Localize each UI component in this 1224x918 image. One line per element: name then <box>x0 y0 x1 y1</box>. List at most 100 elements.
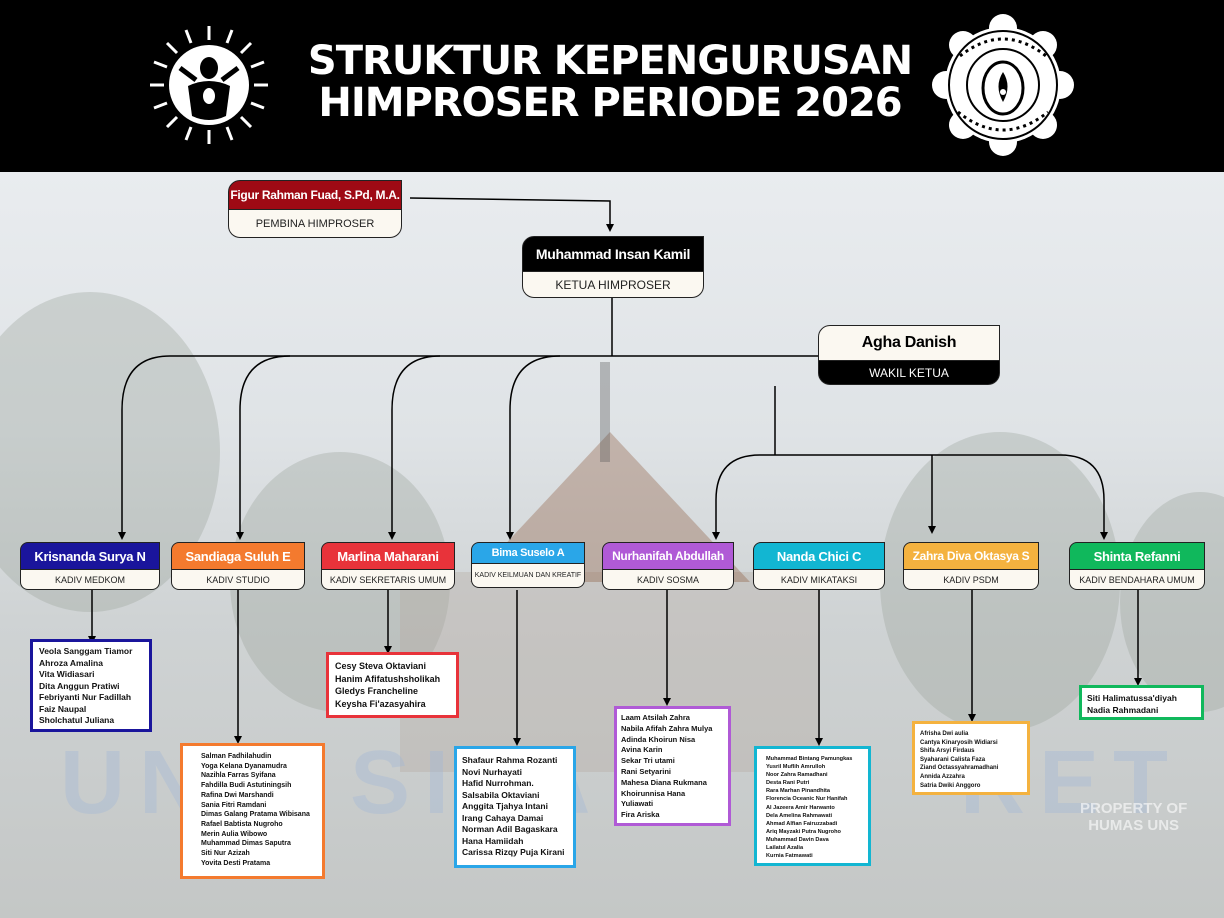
division-name: Sandiaga Suluh E <box>171 542 305 570</box>
member-name: Afrisha Dwi aulia <box>920 731 969 737</box>
member-name: Mahesa Diana Rukmana <box>621 777 707 787</box>
member-name: Norman Adil Bagaskara <box>462 824 558 834</box>
member-name: Nadia Rahmadani <box>1087 705 1159 715</box>
member-name: Keysha Fi'azasyahira <box>335 698 426 709</box>
member-name: Ariq Mayzaki Putra Nugroho <box>766 828 841 835</box>
title-line-1: STRUKTUR KEPENGURUSAN <box>307 38 913 84</box>
member-name: Sholchatul Juliana <box>39 715 115 725</box>
member-name: Ahmad Alfian Fairuzzabadi <box>766 820 838 827</box>
member-name: Siti Halimatussa'diyah <box>1087 693 1177 703</box>
division-node-studio: Sandiaga Suluh E KADIV STUDIO <box>171 542 305 590</box>
division-role: KADIV MEDKOM <box>20 570 160 590</box>
member-name: Syaharani Calista Faza <box>920 756 986 763</box>
member-name: Cesy Steva Oktaviani <box>335 661 427 671</box>
member-name: Veola Sanggam Tiamor <box>39 646 133 656</box>
member-name: Rani Setyarini <box>621 766 672 776</box>
member-list-sekretaris: Cesy Steva Oktaviani Hanim Afifatushshol… <box>326 652 459 718</box>
division-node-psdm: Zahra Diva Oktasya S KADIV PSDM <box>903 542 1039 590</box>
member-name: Shifa Arsyi Firdaus <box>920 748 975 755</box>
member-name: Annida Azzahra <box>920 773 965 780</box>
division-role: KADIV STUDIO <box>171 570 305 590</box>
member-name: Florencia Oceanic Nur Hanifah <box>766 796 848 803</box>
himproser-logo <box>150 26 268 144</box>
division-node-bendahara: Shinta Refanni KADIV BENDAHARA UMUM <box>1069 542 1205 590</box>
division-node-sekretaris: Marlina Maharani KADIV SEKRETARIS UMUM <box>321 542 455 590</box>
division-role: KADIV SEKRETARIS UMUM <box>321 570 455 590</box>
member-list-keilmuan: Shafaur Rahma Rozanti Novi Nurhayati Haf… <box>454 746 576 868</box>
ketua-name: Muhammad Insan Kamil <box>522 236 704 272</box>
division-node-keilmuan: Bima Suselo A KADIV KEILMUAN DAN KREATIF <box>471 542 585 588</box>
member-name: Merin Aulia Wibowo <box>201 830 268 838</box>
division-role: KADIV BENDAHARA UMUM <box>1069 570 1205 590</box>
member-name: Khoirunnisa Hana <box>621 788 686 798</box>
member-name: Yoga Kelana Dyanamudra <box>201 762 287 770</box>
wakil-name: Agha Danish <box>818 325 1000 361</box>
division-role: KADIV SOSMA <box>602 570 734 590</box>
division-node-sosma: Nurhanifah Abdullah KADIV SOSMA <box>602 542 734 590</box>
photo-credit: PROPERTY OF HUMAS UNS <box>1080 800 1187 834</box>
division-name: Krisnanda Surya N <box>20 542 160 570</box>
ketua-role: KETUA HIMPROSER <box>522 272 704 298</box>
university-seal <box>932 14 1074 156</box>
member-name: Salsabila Oktaviani <box>462 789 540 800</box>
member-name: Laam Atsilah Zahra <box>621 713 690 722</box>
member-name: Nabila Afifah Zahra Mulya <box>621 723 713 733</box>
photo-credit-line2: HUMAS UNS <box>1088 817 1180 834</box>
member-name: Fira Ariska <box>621 810 660 820</box>
pembina-node: Figur Rahman Fuad, S.Pd, M.A. PEMBINA HI… <box>228 180 402 238</box>
member-name: Fahdilla Budi Astutiningsih <box>201 782 292 790</box>
member-name: Rafael Babtista Nugroho <box>201 820 283 828</box>
pembina-role: PEMBINA HIMPROSER <box>228 210 402 238</box>
member-list-psdm: Afrisha Dwi aulia Cantya Kinaryosih Widi… <box>912 721 1030 795</box>
ketua-node: Muhammad Insan Kamil KETUA HIMPROSER <box>522 236 704 298</box>
member-name: Muhammad Dimas Saputra <box>201 840 291 848</box>
member-name: Novi Nurhayati <box>462 766 522 777</box>
member-name: Siti Nur Azizah <box>201 850 250 858</box>
member-name: Hana Hamiidah <box>462 835 524 846</box>
member-list-sosma: Laam Atsilah Zahra Nabila Afifah Zahra M… <box>614 706 731 826</box>
wakil-node: Agha Danish WAKIL KETUA <box>818 325 1000 385</box>
member-name: Muhammad Davin Dava <box>766 836 829 843</box>
division-name: Zahra Diva Oktasya S <box>903 542 1039 570</box>
member-name: Noor Zahra Ramadhani <box>766 772 828 779</box>
division-role: KADIV PSDM <box>903 570 1039 590</box>
page-title: STRUKTUR KEPENGURUSAN HIMPROSER PERIODE … <box>300 40 920 124</box>
member-name: Al Jazeera Amir Harwanto <box>766 804 835 811</box>
photo-credit-line1: PROPERTY OF <box>1080 800 1188 817</box>
member-name: Gledys Francheline <box>335 686 419 696</box>
member-name: Shafaur Rahma Rozanti <box>462 755 558 765</box>
member-name: Hanim Afifatushsholikah <box>335 673 441 684</box>
member-name: Yusril Muflih Amrulloh <box>766 764 826 771</box>
wakil-role: WAKIL KETUA <box>818 361 1000 385</box>
member-list-studio: Salman Fadhilahudin Yoga Kelana Dyanamud… <box>180 743 325 879</box>
member-name: Sania Fitri Ramdani <box>201 801 267 809</box>
header-banner: STRUKTUR KEPENGURUSAN HIMPROSER PERIODE … <box>0 0 1224 172</box>
title-line-2: HIMPROSER PERIODE 2026 <box>318 80 902 126</box>
member-name: Faiz Naupal <box>39 703 87 714</box>
member-name: Cantya Kinaryosih Widiarsi <box>920 739 998 746</box>
member-name: Ahroza Amalina <box>39 657 103 668</box>
member-name: Vita Widiasari <box>39 669 95 679</box>
member-name: Yuliawati <box>621 799 654 809</box>
division-role: KADIV MIKATAKSI <box>753 570 885 590</box>
member-name: Desta Rani Putri <box>766 780 810 787</box>
member-name: Adinda Khoirun Nisa <box>621 734 696 744</box>
division-node-medkom: Krisnanda Surya N KADIV MEDKOM <box>20 542 160 590</box>
member-name: Dimas Galang Pratama Wibisana <box>201 811 310 819</box>
member-name: Sekar Tri utami <box>621 756 675 766</box>
member-name: Dita Anggun Pratiwi <box>39 680 120 691</box>
division-name: Nurhanifah Abdullah <box>602 542 734 570</box>
member-name: Carissa Rizqy Puja Kirani <box>462 847 565 857</box>
member-name: Kurnia Fatmawati <box>766 853 813 860</box>
member-name: Nazihla Farras Syifana <box>201 772 276 780</box>
member-name: Avina Karin <box>621 745 663 755</box>
member-list-mikataksi: Muhammad Bintang Pamungkas Yusril Muflih… <box>754 746 871 866</box>
member-name: Rara Marhan Pinandhita <box>766 788 831 795</box>
pembina-name: Figur Rahman Fuad, S.Pd, M.A. <box>228 180 402 210</box>
division-name: Bima Suselo A <box>471 542 585 564</box>
member-list-medkom: Veola Sanggam Tiamor Ahroza Amalina Vita… <box>30 639 152 732</box>
member-name: Ziand Octassyahramadhani <box>920 765 999 772</box>
member-name: Irang Cahaya Damai <box>462 812 544 823</box>
